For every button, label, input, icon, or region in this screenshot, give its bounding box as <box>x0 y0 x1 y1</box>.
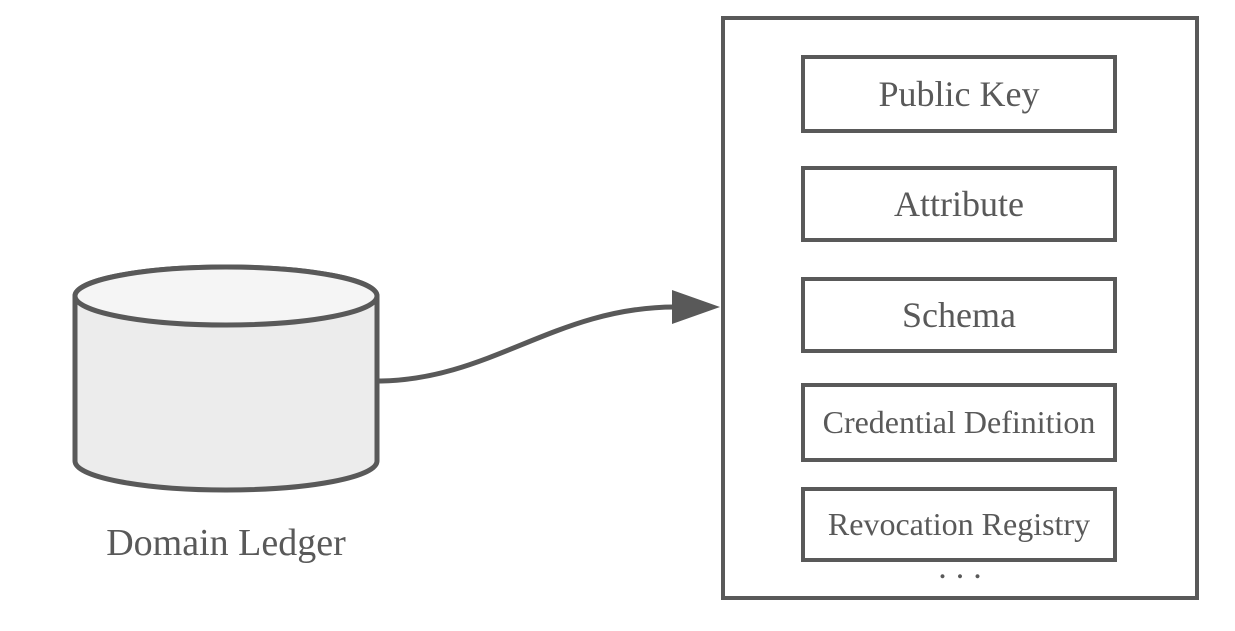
more-items-ellipsis: ... <box>938 549 991 586</box>
item-label: Revocation Registry <box>827 506 1091 542</box>
database-cylinder-icon <box>72 264 380 493</box>
item-box-attribute: Attribute <box>801 166 1117 242</box>
domain-ledger-label: Domain Ledger <box>106 522 346 564</box>
arrow-curve <box>376 304 676 384</box>
ledger-contents-container: Public Key Attribute Schema Credential D… <box>721 16 1199 600</box>
item-label: Attribute <box>894 184 1024 224</box>
item-label: Schema <box>902 295 1016 335</box>
item-box-credential-definition: Credential Definition <box>801 383 1117 462</box>
item-box-revocation-registry: Revocation Registry <box>801 487 1117 562</box>
item-label: Public Key <box>878 74 1040 114</box>
arrowhead-icon <box>672 290 720 324</box>
item-box-public-key: Public Key <box>801 55 1117 133</box>
cylinder-top-ellipse <box>72 264 380 328</box>
ledger-to-container-arrow <box>376 290 720 384</box>
item-label: Credential Definition <box>822 404 1096 440</box>
item-box-schema: Schema <box>801 277 1117 353</box>
